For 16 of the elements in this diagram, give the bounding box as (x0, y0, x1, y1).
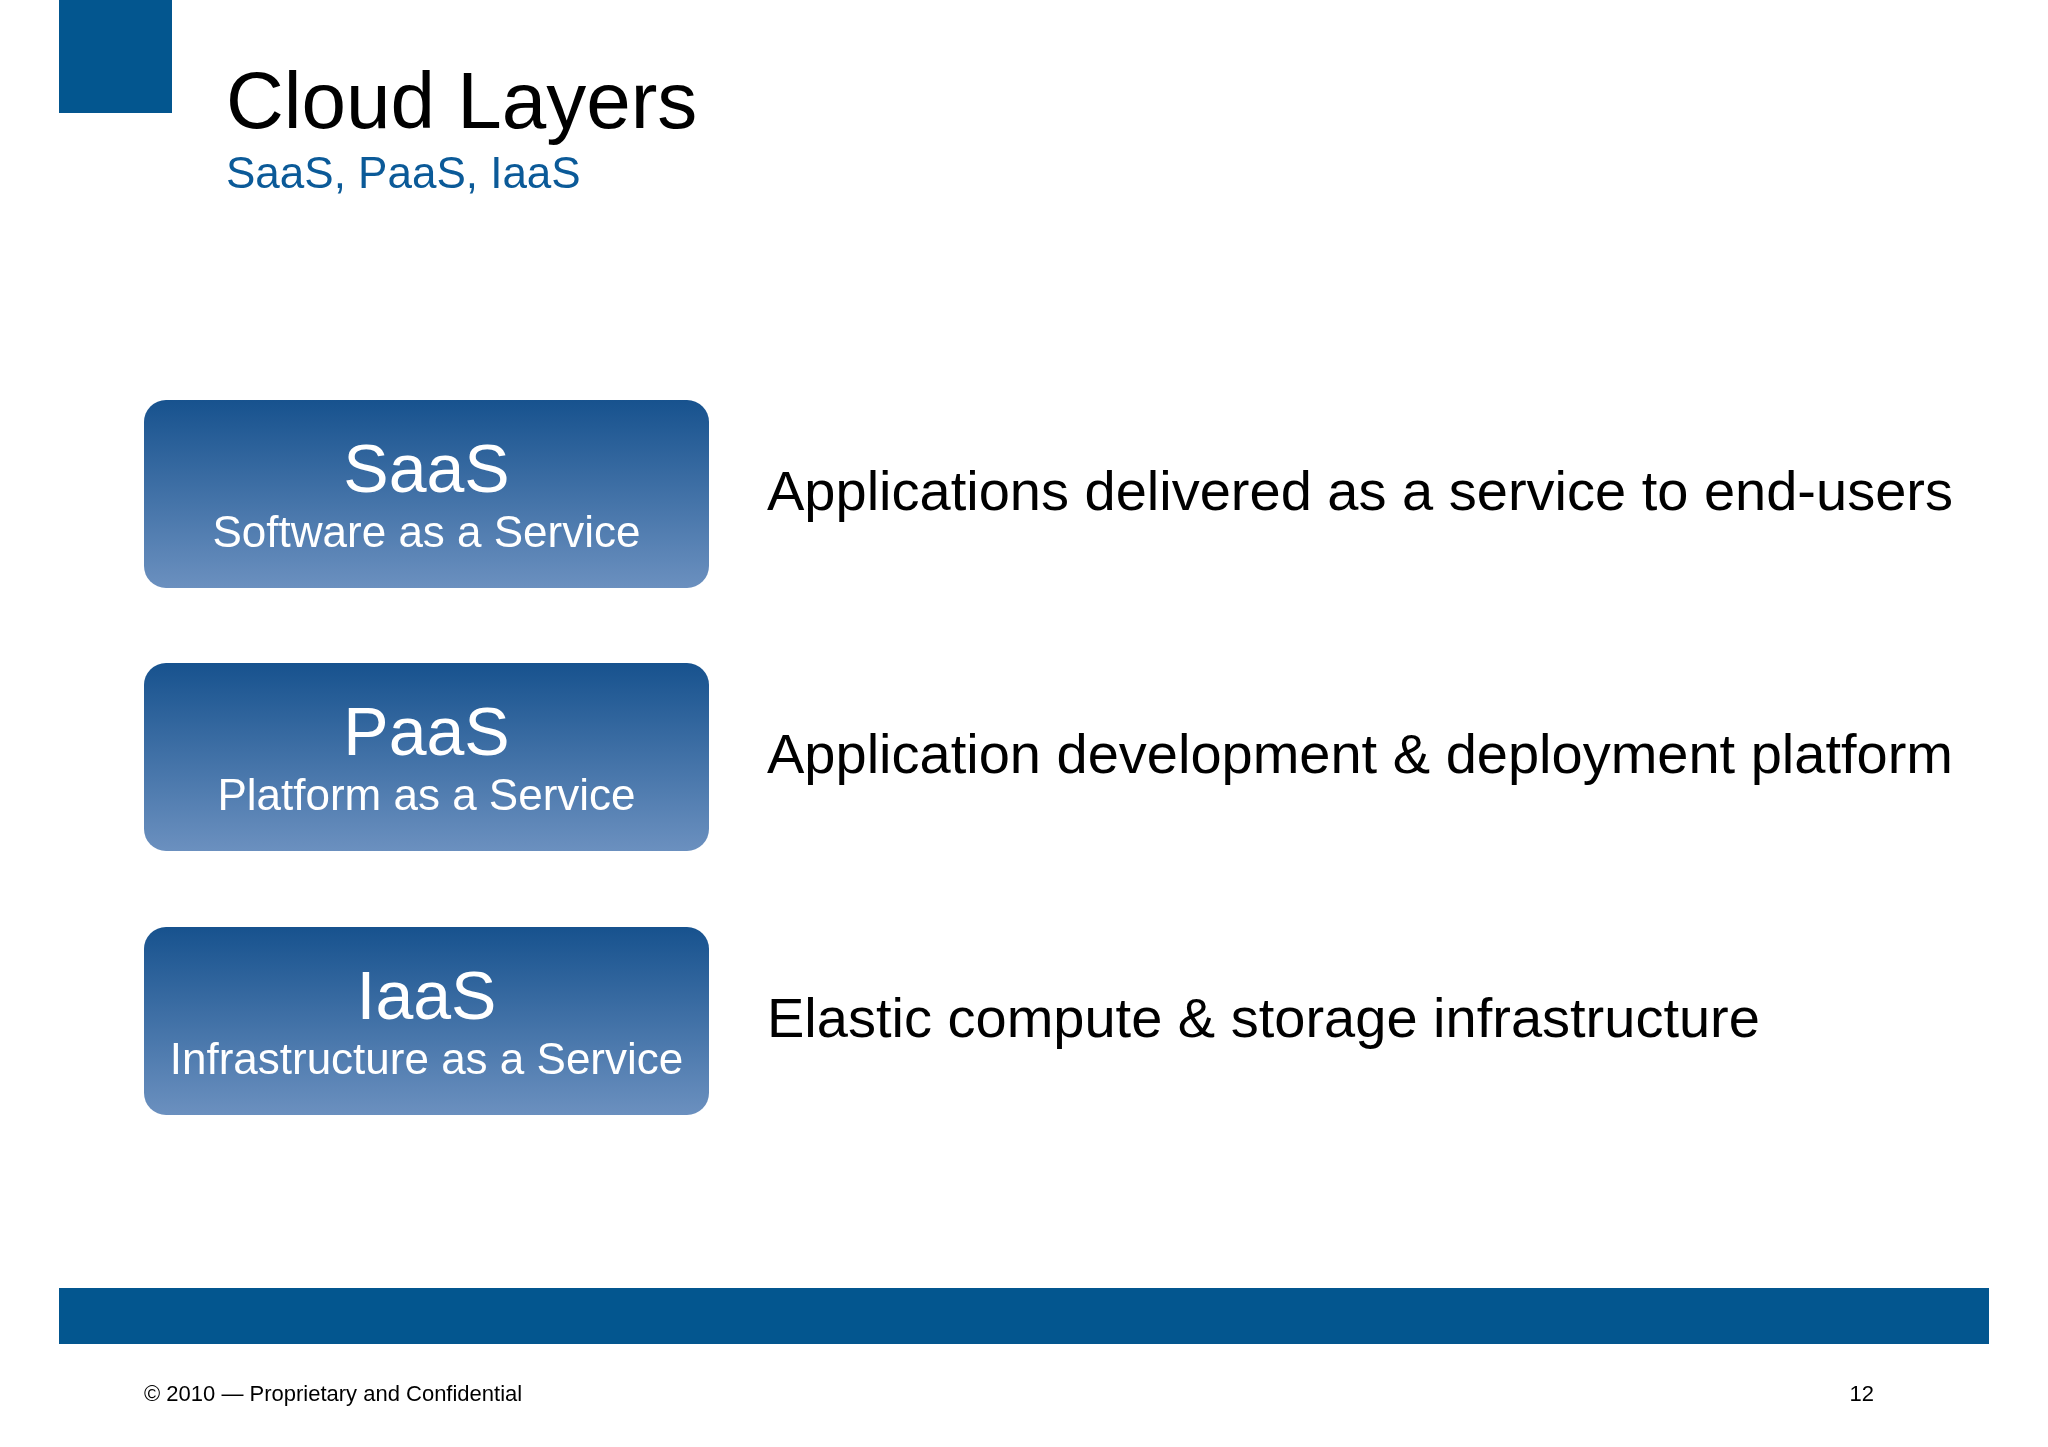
layer-box (144, 927, 709, 1115)
description-text: Applications delivered as a service to end-users (767, 458, 1953, 523)
slide-title: Cloud Layers (226, 55, 698, 147)
layer-heading: PaaS (343, 693, 510, 769)
layer-heading: SaaS (343, 430, 510, 506)
footer-text: © 2010 — Proprietary and Confidential (144, 1381, 523, 1407)
layer-box (144, 400, 709, 588)
layer-subtitle: Platform as a Service (217, 769, 636, 821)
page-number: 12 (1849, 1381, 1874, 1407)
layer-subtitle: Software as a Service (212, 506, 641, 558)
layer-subtitle: Infrastructure as a Service (169, 1033, 684, 1085)
description-text: Application development & deployment platform (767, 721, 1953, 786)
layer-heading: IaaS (356, 957, 497, 1033)
description-text: Elastic compute & storage infrastructure (767, 985, 1760, 1050)
layer-box (144, 663, 709, 851)
slide-subtitle: SaaS, PaaS, IaaS (226, 148, 581, 198)
